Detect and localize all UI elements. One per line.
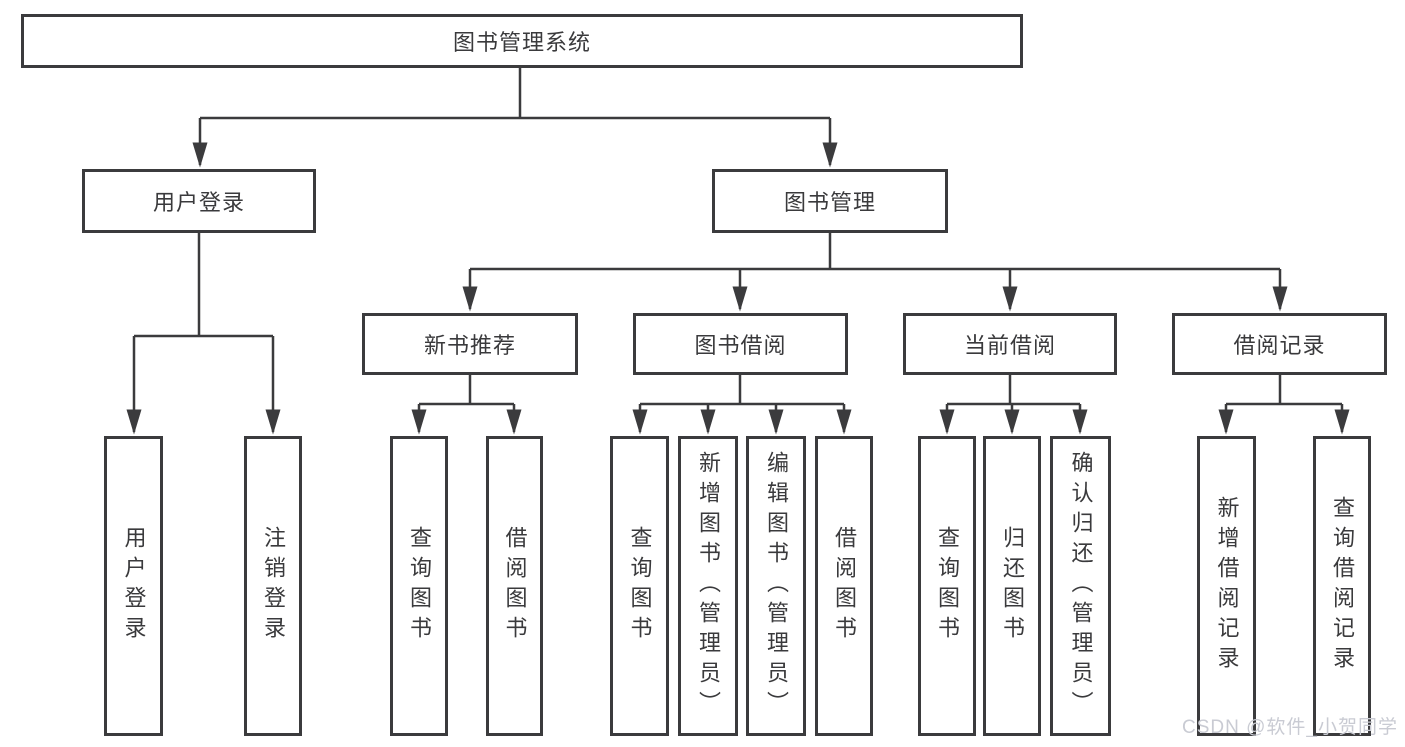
node-leaf-logout-label: 注销登录 [261,526,286,646]
node-leaf-add-borrow-record: 新增借阅记录 [1197,436,1256,736]
node-leaf-borrow-book: 借阅图书 [815,436,873,736]
node-leaf-newbook-borrow: 借阅图书 [486,436,543,736]
node-leaf-add-book-admin-label: 新增图书（管理员） [696,451,721,721]
node-leaf-newbook-query-label: 查询图书 [407,526,432,646]
node-leaf-borrow-book-label: 借阅图书 [832,526,857,646]
node-leaf-return-book-label: 归还图书 [1000,526,1025,646]
node-book-borrowing: 图书借阅 [633,313,848,375]
node-leaf-user-login-label: 用户登录 [121,526,147,646]
node-book-borrowing-label: 图书借阅 [694,333,787,358]
node-leaf-newbook-borrow-label: 借阅图书 [502,526,528,646]
node-root-label: 图书管理系统 [452,30,591,55]
node-leaf-add-book-admin: 新增图书（管理员） [678,436,738,736]
node-new-book-recommend-label: 新书推荐 [423,333,516,358]
node-user-login-branch: 用户登录 [82,169,316,233]
node-new-book-recommend: 新书推荐 [362,313,578,375]
node-leaf-borrow-query-label: 查询图书 [627,526,653,646]
node-borrowing-records-label: 借阅记录 [1233,333,1326,358]
node-book-management-branch: 图书管理 [712,169,948,233]
node-leaf-borrow-query: 查询图书 [610,436,669,736]
node-leaf-logout: 注销登录 [244,436,302,736]
node-leaf-user-login: 用户登录 [104,436,163,736]
node-leaf-query-borrow-record: 查询借阅记录 [1313,436,1371,736]
node-borrowing-records: 借阅记录 [1172,313,1387,375]
node-leaf-confirm-return-admin: 确认归还（管理员） [1050,436,1111,736]
node-leaf-add-borrow-record-label: 新增借阅记录 [1214,496,1240,676]
node-leaf-return-book: 归还图书 [983,436,1041,736]
node-root: 图书管理系统 [21,14,1023,68]
node-current-borrowing-label: 当前借阅 [963,333,1056,358]
node-leaf-current-query-label: 查询图书 [935,526,960,646]
watermark-text: CSDN @软件_小贺同学 [1182,717,1398,738]
node-leaf-edit-book-admin: 编辑图书（管理员） [746,436,806,736]
node-user-login-branch-label: 用户登录 [152,190,245,215]
node-leaf-confirm-return-admin-label: 确认归还（管理员） [1068,451,1094,721]
node-leaf-query-borrow-record-label: 查询借阅记录 [1330,496,1355,676]
node-book-management-branch-label: 图书管理 [783,190,876,215]
node-leaf-newbook-query: 查询图书 [390,436,448,736]
node-leaf-edit-book-admin-label: 编辑图书（管理员） [764,451,789,721]
node-current-borrowing: 当前借阅 [903,313,1117,375]
node-leaf-current-query: 查询图书 [918,436,976,736]
